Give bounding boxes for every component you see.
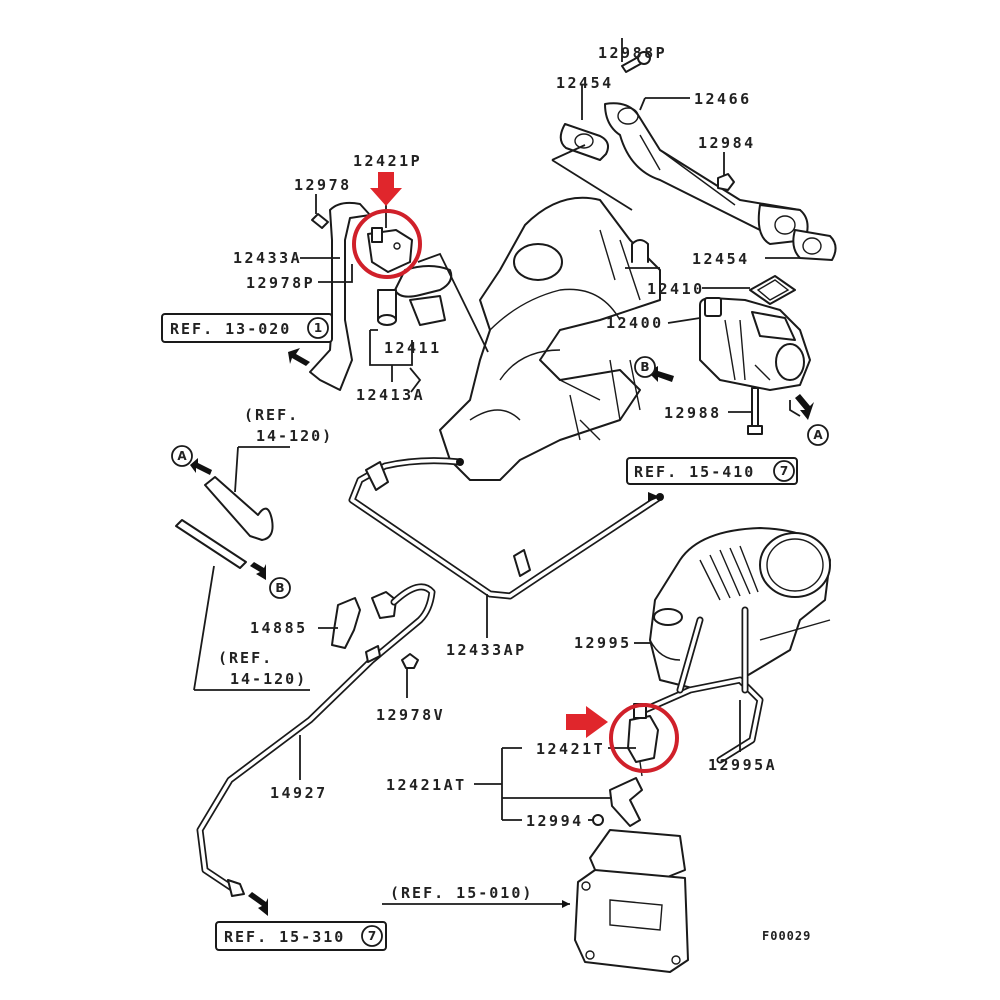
ref-box-15-410[interactable]: REF. 15-410 7: [626, 457, 798, 485]
o2-sensor-harness: [196, 583, 436, 897]
vacuum-tube-12433AP: [348, 457, 664, 600]
red-arrow-down-icon: [370, 172, 402, 206]
connector-A-left: A: [171, 445, 193, 467]
manifold-body: [439, 196, 661, 481]
connector-A-right: A: [807, 424, 829, 446]
ref-notes: (REF. 14-120) (REF. 14-120) (REF. 15-010…: [218, 406, 533, 902]
label-12988: 12988: [664, 404, 722, 422]
label-14885: 14885: [250, 619, 308, 637]
part-labels: 12988P 12454 12466 12984 12454 12410 124…: [233, 44, 777, 830]
red-circle-highlight: [352, 209, 422, 279]
nut-12994: [592, 814, 604, 826]
label-12413A: 12413A: [356, 386, 425, 404]
ref-note-15-010: (REF. 15-010): [390, 884, 533, 902]
label-12421T: 12421T: [536, 740, 605, 758]
svg-text:B: B: [275, 581, 284, 595]
arrow-to-ref-13-020: [288, 348, 310, 366]
highlight-12421P: [352, 172, 422, 279]
label-12411: 12411: [384, 339, 442, 357]
bolt-12978: [311, 213, 329, 229]
ref-note-14-120-upper-l2: 14-120): [256, 427, 333, 445]
figure-id: F00029: [762, 929, 811, 943]
intake-manifold: [439, 196, 661, 481]
svg-text:B: B: [640, 360, 649, 374]
svg-text:REF. 15-310: REF. 15-310: [224, 928, 345, 946]
hose-ref-14-120: [175, 476, 274, 569]
label-12433A: 12433A: [233, 249, 302, 267]
flow-arrows: [190, 348, 814, 916]
gasket-12410: [749, 275, 796, 305]
label-12984: 12984: [698, 134, 756, 152]
label-12421P: 12421P: [353, 152, 422, 170]
label-12978P: 12978P: [246, 274, 315, 292]
bracket-12421AT: [609, 777, 643, 827]
connector-B-upper: B: [634, 356, 656, 378]
ref-note-14-120-upper-l1: (REF.: [244, 406, 299, 424]
label-14927: 14927: [270, 784, 328, 802]
label-12454-top: 12454: [556, 74, 614, 92]
svg-text:7: 7: [368, 929, 376, 943]
label-12995: 12995: [574, 634, 632, 652]
hose-12433A: [309, 201, 371, 391]
svg-text:REF. 13-020: REF. 13-020: [170, 320, 291, 338]
red-arrow-right-icon: [566, 706, 608, 738]
ref-box-15-310[interactable]: REF. 15-310 7: [215, 921, 387, 951]
svg-text:A: A: [177, 449, 187, 463]
connector-B-left: B: [269, 577, 291, 599]
label-12994: 12994: [526, 812, 584, 830]
gasket-12454-right: [792, 229, 837, 261]
label-12978: 12978: [294, 176, 352, 194]
label-12410: 12410: [647, 280, 705, 298]
label-12988P: 12988P: [598, 44, 667, 62]
svg-text:1: 1: [314, 321, 322, 335]
gasket-12454-top: [559, 123, 609, 161]
label-12454-right: 12454: [692, 250, 750, 268]
solenoid-12421P: [367, 227, 413, 273]
svg-text:A: A: [813, 428, 823, 442]
ecu-module: [574, 829, 689, 973]
label-12433AP: 12433AP: [446, 641, 527, 659]
bolt-12988: [751, 387, 759, 429]
arrow-to-A-right: [795, 394, 814, 420]
vacuum-hoses-top: [309, 201, 489, 391]
throttle-body: [636, 527, 831, 764]
label-12421AT: 12421AT: [386, 776, 467, 794]
hose-12411: [394, 265, 453, 298]
hose-a: [204, 476, 274, 541]
ref-note-14-120-lower-l1: (REF.: [218, 649, 273, 667]
svg-text:REF. 15-410: REF. 15-410: [634, 463, 755, 481]
nut-12984: [717, 173, 735, 191]
solenoid-12421T: [627, 703, 659, 777]
egr-valve-12400: [699, 275, 811, 435]
red-circle-highlight: [609, 703, 679, 773]
label-12466: 12466: [694, 90, 752, 108]
svg-text:7: 7: [780, 464, 788, 478]
arrow-to-A-left: [190, 458, 212, 475]
ref-box-13-020[interactable]: REF. 13-020 1: [161, 313, 333, 343]
label-12978V: 12978V: [376, 706, 445, 724]
arrow-to-ref-15-310: [248, 892, 268, 916]
hose-b: [175, 519, 247, 569]
arrow-to-B-lower: [250, 562, 266, 580]
highlight-12421T: [566, 703, 679, 773]
bolt-12978V: [401, 653, 419, 669]
label-12400: 12400: [606, 314, 664, 332]
bracket-14885: [331, 597, 361, 649]
ref-note-14-120-lower-l2: 14-120): [230, 670, 307, 688]
label-12995A: 12995A: [708, 756, 777, 774]
egr-pipe-assembly: [551, 51, 837, 261]
